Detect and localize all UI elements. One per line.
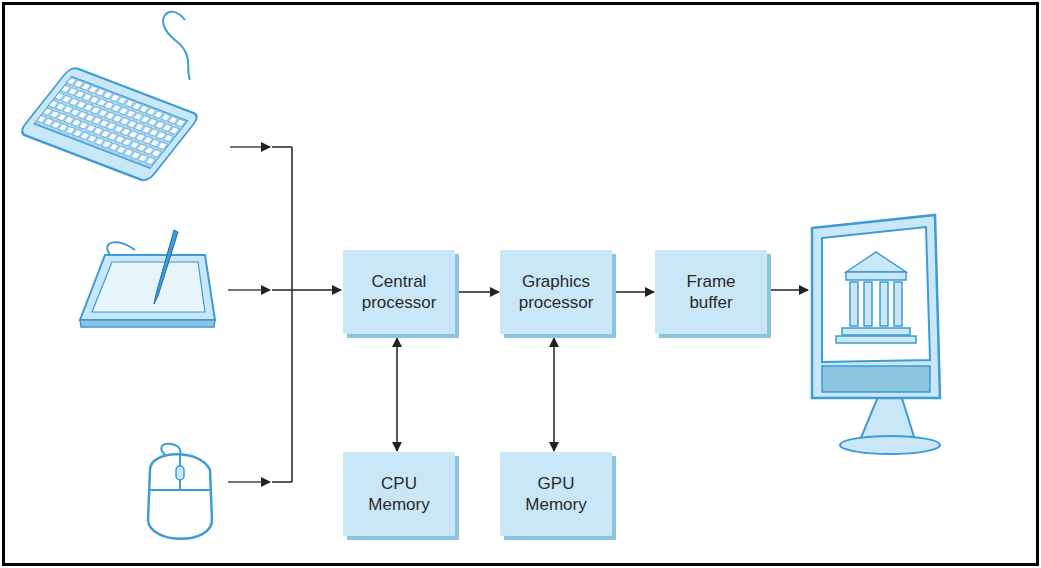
mouse-illustration [148,444,212,539]
process-box: Graphics processor [500,250,612,334]
tablet-illustration [80,230,215,327]
monitor-illustration [812,215,940,454]
box-label: GPU Memory [510,473,602,515]
connector-arrow [553,338,555,451]
box-label: Frame buffer [665,271,757,313]
display-arrow [771,289,808,291]
process-box: Central processor [343,250,455,334]
keyboard-illustration [18,12,200,182]
box-label: Graphics processor [510,271,602,313]
connector-arrow [616,291,654,293]
input-wires [228,147,341,482]
box-label: Central processor [353,271,445,313]
process-box: CPU Memory [343,452,455,536]
connector-arrow [459,291,499,293]
process-box: GPU Memory [500,452,612,536]
process-box: Frame buffer [655,250,767,334]
box-label: CPU Memory [353,473,445,515]
connector-arrow [396,338,398,451]
